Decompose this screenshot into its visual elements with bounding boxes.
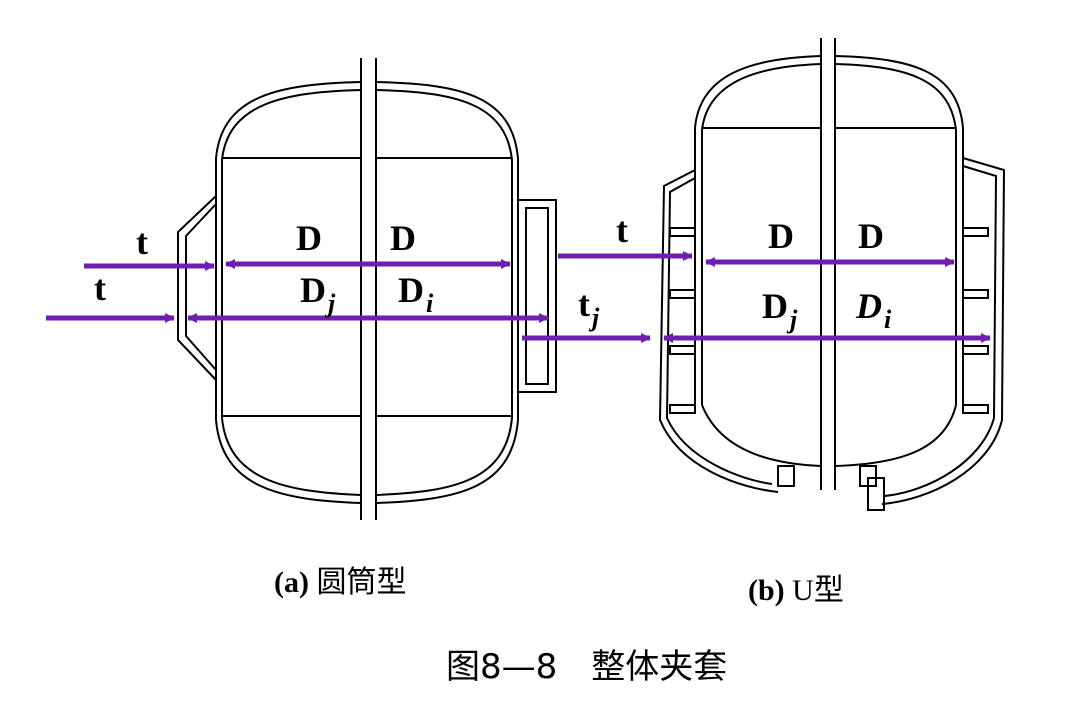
label-Dj-right-a: Di	[398, 270, 434, 318]
figure-title: 图8—8 整体夹套	[446, 647, 728, 687]
label-D-left-a: D	[296, 218, 322, 258]
label-D-right-a: D	[390, 218, 416, 258]
label-Dj-left-b: Dj	[762, 286, 798, 334]
label-Dj-left-a: Dj	[300, 270, 336, 318]
label-tj-b: tj	[578, 284, 600, 332]
label-Dj-right-b: Di	[856, 286, 892, 334]
label-t-upper-a: t	[136, 222, 148, 262]
dimension-arrows	[46, 251, 991, 343]
caption-b: (b) U型	[748, 574, 844, 607]
label-t-lower-a: t	[94, 268, 106, 308]
caption-a: (a) 圆筒型	[274, 566, 407, 599]
label-D-right-b: D	[858, 216, 884, 256]
label-D-left-b: D	[768, 216, 794, 256]
label-t-b: t	[616, 210, 628, 250]
vessel-a	[177, 58, 557, 520]
vessel-b	[658, 38, 1006, 511]
